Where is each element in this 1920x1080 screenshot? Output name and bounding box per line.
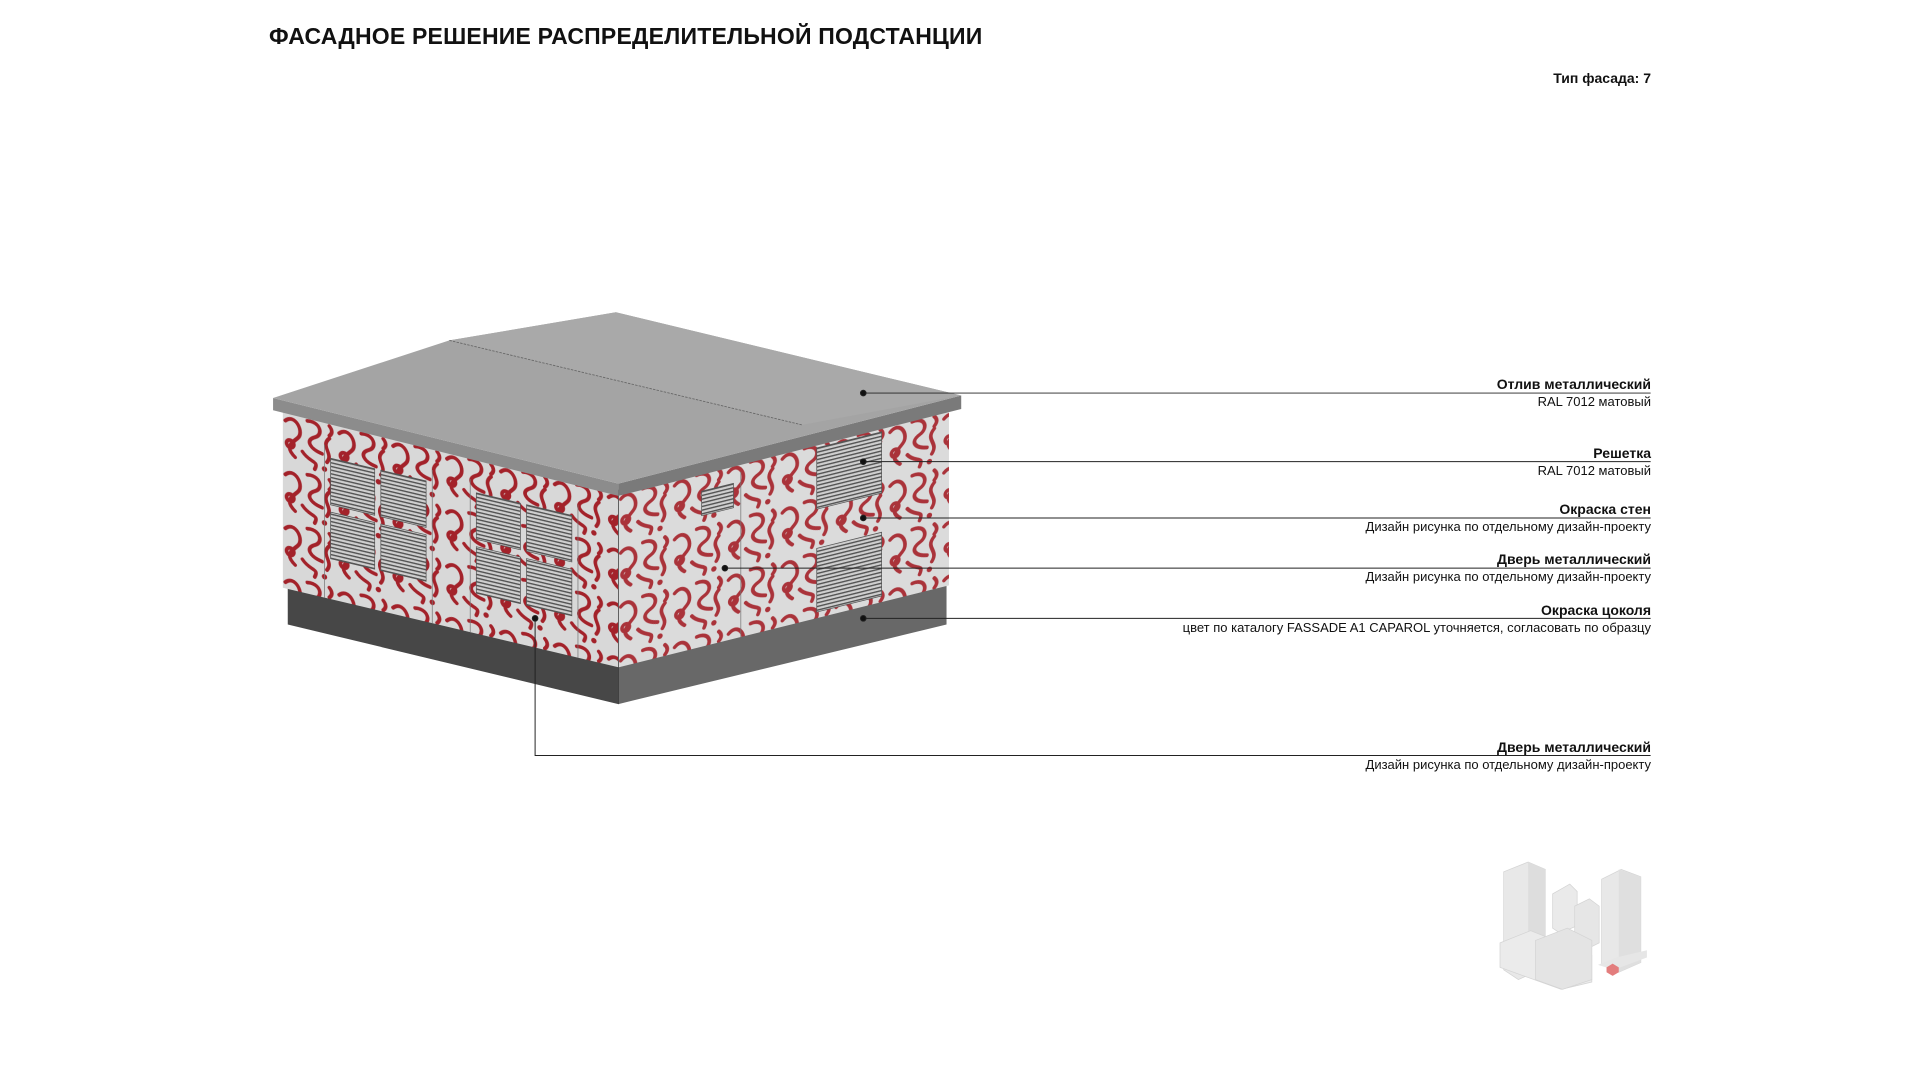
plinth-left-face xyxy=(287,585,619,705)
page-title: ФАСАДНОЕ РЕШЕНИЕ РАСПРЕДЕЛИТЕЛЬНОЙ ПОДСТ… xyxy=(269,23,983,49)
roof-eave-front xyxy=(273,397,619,496)
callout-title: Отлив металлический xyxy=(1496,376,1651,392)
callout-grille: Решетка RAL 7012 матовый xyxy=(1538,445,1651,479)
callout-subtitle: Дизайн рисунка по отдельному дизайн-прое… xyxy=(1365,569,1651,584)
grille-small xyxy=(701,482,734,517)
callout-subtitle: цвет по каталогу FASSADE A1 CAPAROL уточ… xyxy=(1182,620,1651,635)
callout-subtitle: Дизайн рисунка по отдельному дизайн-прое… xyxy=(1365,519,1651,534)
wall-left-face xyxy=(282,410,619,668)
callout-title: Дверь металлический xyxy=(1497,739,1651,755)
site-location-minimap xyxy=(1499,861,1647,990)
callout-title: Решетка xyxy=(1593,445,1651,461)
roof-eave-right xyxy=(618,395,962,496)
callout-metal-door-right: Дверь металлический Дизайн рисунка по от… xyxy=(1366,551,1651,585)
grille-group-left xyxy=(330,457,573,617)
callout-subtitle: RAL 7012 матовый xyxy=(1537,394,1651,409)
leader-lines xyxy=(531,389,1651,756)
callout-title: Дверь металлический xyxy=(1497,551,1651,567)
callout-title: Окраска цоколя xyxy=(1541,602,1651,618)
callout-metal-door-left: Дверь металлический Дизайн рисунка по от… xyxy=(1366,739,1651,773)
grille-lower xyxy=(816,531,883,613)
callout-roof-flashing: Отлив металлический RAL 7012 матовый xyxy=(1497,376,1651,410)
facade-type-label: Тип фасада: 7 xyxy=(1553,70,1651,86)
callout-title: Окраска стен xyxy=(1559,501,1651,517)
callout-wall-paint: Окраска стен Дизайн рисунка по отдельном… xyxy=(1366,501,1651,535)
callout-plinth-paint: Окраска цоколя цвет по каталогу FASSADE … xyxy=(1183,602,1651,636)
site-marker xyxy=(1606,963,1619,976)
grille-upper xyxy=(816,431,883,510)
plinth-right-face xyxy=(618,585,947,705)
callout-subtitle: RAL 7012 матовый xyxy=(1537,463,1651,478)
callout-subtitle: Дизайн рисунка по отдельному дизайн-прое… xyxy=(1365,757,1651,772)
